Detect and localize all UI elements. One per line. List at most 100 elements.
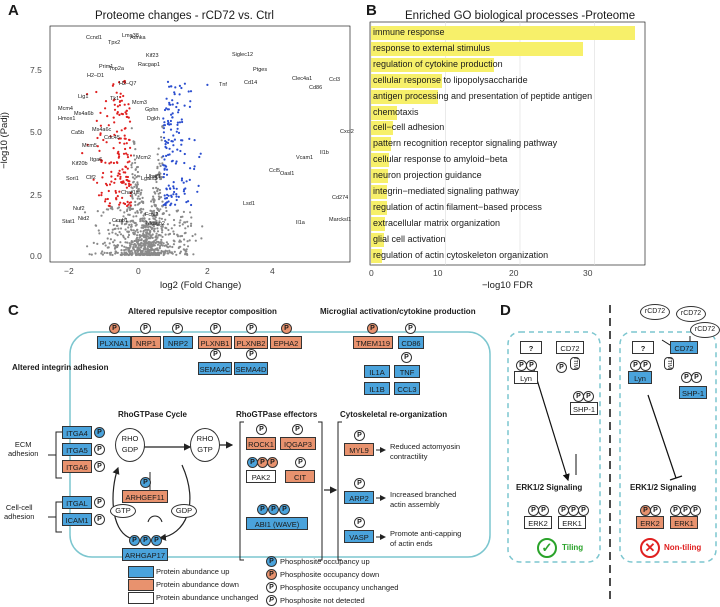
volcano-point — [172, 230, 175, 233]
phospho-pak2-3: P — [267, 457, 278, 468]
volcano-point — [130, 228, 133, 231]
volcano-point — [155, 177, 159, 180]
volcano-point — [175, 253, 178, 256]
volcano-point — [125, 209, 129, 213]
volcano-point — [125, 222, 128, 225]
volcano-point — [136, 236, 139, 239]
volcano-point — [168, 245, 172, 248]
volcano-point — [177, 131, 181, 134]
volcano-point — [126, 156, 130, 159]
volcano-point — [120, 129, 123, 132]
volcano-point — [123, 245, 126, 248]
volcano-point — [136, 170, 139, 174]
volcano-point — [162, 242, 165, 245]
volcano-point — [142, 239, 145, 243]
volcano-point — [123, 127, 126, 130]
volcano-point — [188, 239, 191, 242]
microglial-header: Microglial activation/cytokine productio… — [320, 307, 476, 316]
volcano-point — [130, 225, 133, 228]
go-bar-label: immune response — [373, 27, 445, 37]
phospho-arhgef11: P — [140, 477, 151, 488]
volcano-point — [188, 105, 191, 108]
volcano-point — [150, 200, 153, 203]
volcano-point — [175, 130, 178, 133]
volcano-point — [136, 248, 139, 251]
volcano-point — [153, 175, 156, 178]
legend-p-unch-icon: P — [266, 582, 277, 593]
volcano-point — [200, 237, 203, 240]
rho-label: RHO — [121, 434, 139, 443]
volcano-point — [124, 248, 127, 251]
volcano-point — [175, 198, 178, 202]
volcano-point — [161, 212, 164, 216]
volcano-point — [132, 248, 136, 251]
volcano-point — [125, 246, 128, 249]
volcano-point — [165, 97, 168, 100]
volcano-point — [113, 239, 116, 242]
volcano-point — [125, 152, 128, 155]
volcano-point — [133, 239, 136, 243]
phospho-cd86: P — [405, 323, 416, 334]
volcano-point — [145, 234, 148, 238]
volcano-point — [166, 250, 169, 253]
itim-tag-nt: ITIM — [664, 357, 674, 370]
volcano-point — [110, 170, 113, 173]
volcano-point — [114, 189, 117, 193]
go-bar — [371, 105, 398, 120]
volcano-point — [183, 161, 186, 165]
volcano-point — [130, 207, 133, 211]
volcano-ytick: 0.0 — [30, 251, 42, 261]
protein-sema4d: SEMA4D — [234, 362, 268, 375]
volcano-point — [176, 127, 179, 130]
volcano-point — [124, 237, 127, 240]
ecm-adhesion-label: ECM adhesion — [8, 440, 39, 458]
volcano-point — [147, 249, 150, 252]
volcano-point — [147, 228, 150, 231]
volcano-point — [181, 215, 184, 218]
volcano-point — [120, 249, 123, 252]
go-bar — [371, 185, 388, 199]
volcano-point — [112, 83, 115, 86]
volcano-point — [178, 239, 181, 242]
erk2-box-tiling: ERK2 — [524, 516, 552, 529]
volcano-point — [172, 185, 175, 188]
gene-label: Il1b — [320, 150, 329, 156]
volcano-point — [154, 192, 157, 195]
protein-tmem119: TMEM119 — [353, 336, 393, 349]
volcano-point — [194, 233, 197, 236]
volcano-point — [130, 219, 133, 222]
volcano-point — [174, 203, 177, 206]
volcano-point — [127, 236, 130, 239]
volcano-point — [156, 223, 160, 226]
volcano-point — [130, 243, 133, 246]
volcano-point — [166, 108, 169, 111]
go-bar-label: regulation of actin cytoskeleton organiz… — [373, 249, 549, 260]
gene-label: Ccl5 — [269, 168, 281, 174]
volcano-point — [101, 176, 104, 179]
volcano-point — [113, 121, 116, 124]
volcano-point — [169, 119, 172, 123]
volcano-point — [150, 247, 153, 250]
volcano-point — [130, 163, 133, 167]
volcano-point — [118, 81, 121, 84]
volcano-point — [147, 253, 150, 256]
volcano-point — [173, 93, 176, 96]
volcano-point — [160, 139, 163, 142]
phospho-cit: P — [295, 457, 306, 468]
gene-label: Mcm5 — [82, 143, 97, 149]
volcano-point — [126, 167, 129, 170]
volcano-point — [160, 136, 163, 139]
volcano-point — [128, 184, 131, 188]
volcano-point — [165, 107, 168, 110]
volcano-point — [142, 248, 145, 251]
check-icon: ✓ — [537, 538, 557, 558]
phospho-myl9: P — [354, 430, 365, 441]
volcano-point — [167, 138, 170, 141]
volcano-point — [172, 134, 175, 137]
volcano-point — [137, 190, 141, 193]
volcano-point — [96, 210, 99, 213]
volcano-point — [169, 123, 172, 126]
volcano-point — [92, 241, 95, 244]
volcano-point — [124, 183, 127, 186]
volcano-point — [186, 245, 190, 248]
